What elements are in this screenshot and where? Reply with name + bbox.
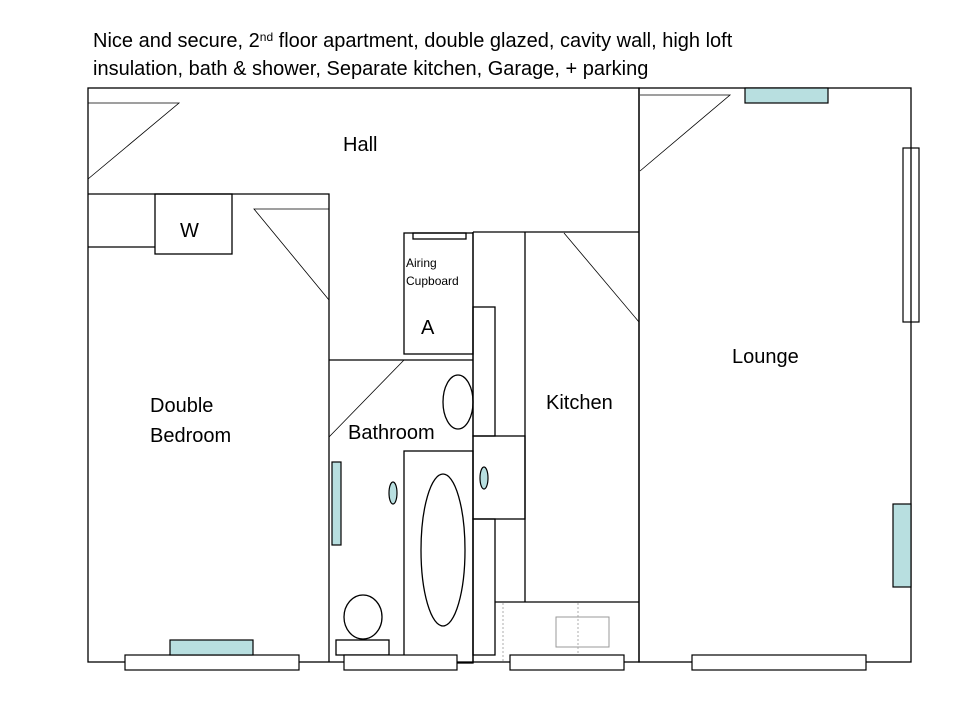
window	[169, 639, 254, 656]
bathroom-label: Bathroom	[348, 422, 435, 444]
property-description: Nice and secure, 2nd floor apartment, do…	[93, 27, 732, 83]
window	[124, 654, 300, 671]
window	[744, 87, 829, 104]
toilet-cistern	[335, 639, 390, 656]
airing-mark: A	[421, 317, 435, 339]
lounge-label: Lounge	[732, 346, 799, 368]
caption-superscript: nd	[259, 30, 274, 44]
sink	[555, 616, 610, 648]
basin	[442, 374, 474, 430]
airing-label-2: Cupboard	[406, 274, 459, 288]
airing-shelf	[412, 232, 467, 240]
bedroom-door	[253, 208, 330, 301]
lounge-door	[639, 94, 732, 172]
unit	[472, 306, 496, 437]
airing-label-1: Airing	[406, 256, 437, 270]
window	[509, 654, 625, 671]
bedroom-label-1: Double	[150, 395, 213, 417]
toilet	[343, 594, 383, 640]
window	[343, 654, 458, 671]
fixture	[388, 481, 398, 505]
bedroom-label-2: Bedroom	[150, 425, 231, 447]
window	[691, 654, 867, 671]
hall-door	[87, 102, 181, 180]
bath	[403, 450, 474, 664]
kitchen-label: Kitchen	[546, 392, 613, 414]
kitchen-door	[563, 232, 640, 323]
caption-line-2: insulation, bath & shower, Separate kitc…	[93, 58, 649, 80]
caption-text-2: floor apartment, double glazed, cavity w…	[273, 30, 733, 52]
airing-cupboard	[403, 232, 474, 355]
wardrobe	[154, 193, 233, 255]
wardrobe-label: W	[180, 220, 199, 242]
towel-rail	[331, 461, 342, 546]
fixture	[479, 466, 489, 490]
hall-label: Hall	[343, 134, 377, 156]
bathroom-door	[328, 359, 405, 438]
main-outline	[87, 87, 640, 663]
caption-text: Nice and secure, 2	[93, 30, 260, 52]
bath-tub	[420, 473, 466, 627]
unit	[472, 518, 496, 656]
window	[892, 503, 912, 588]
lounge-outline	[638, 87, 912, 663]
